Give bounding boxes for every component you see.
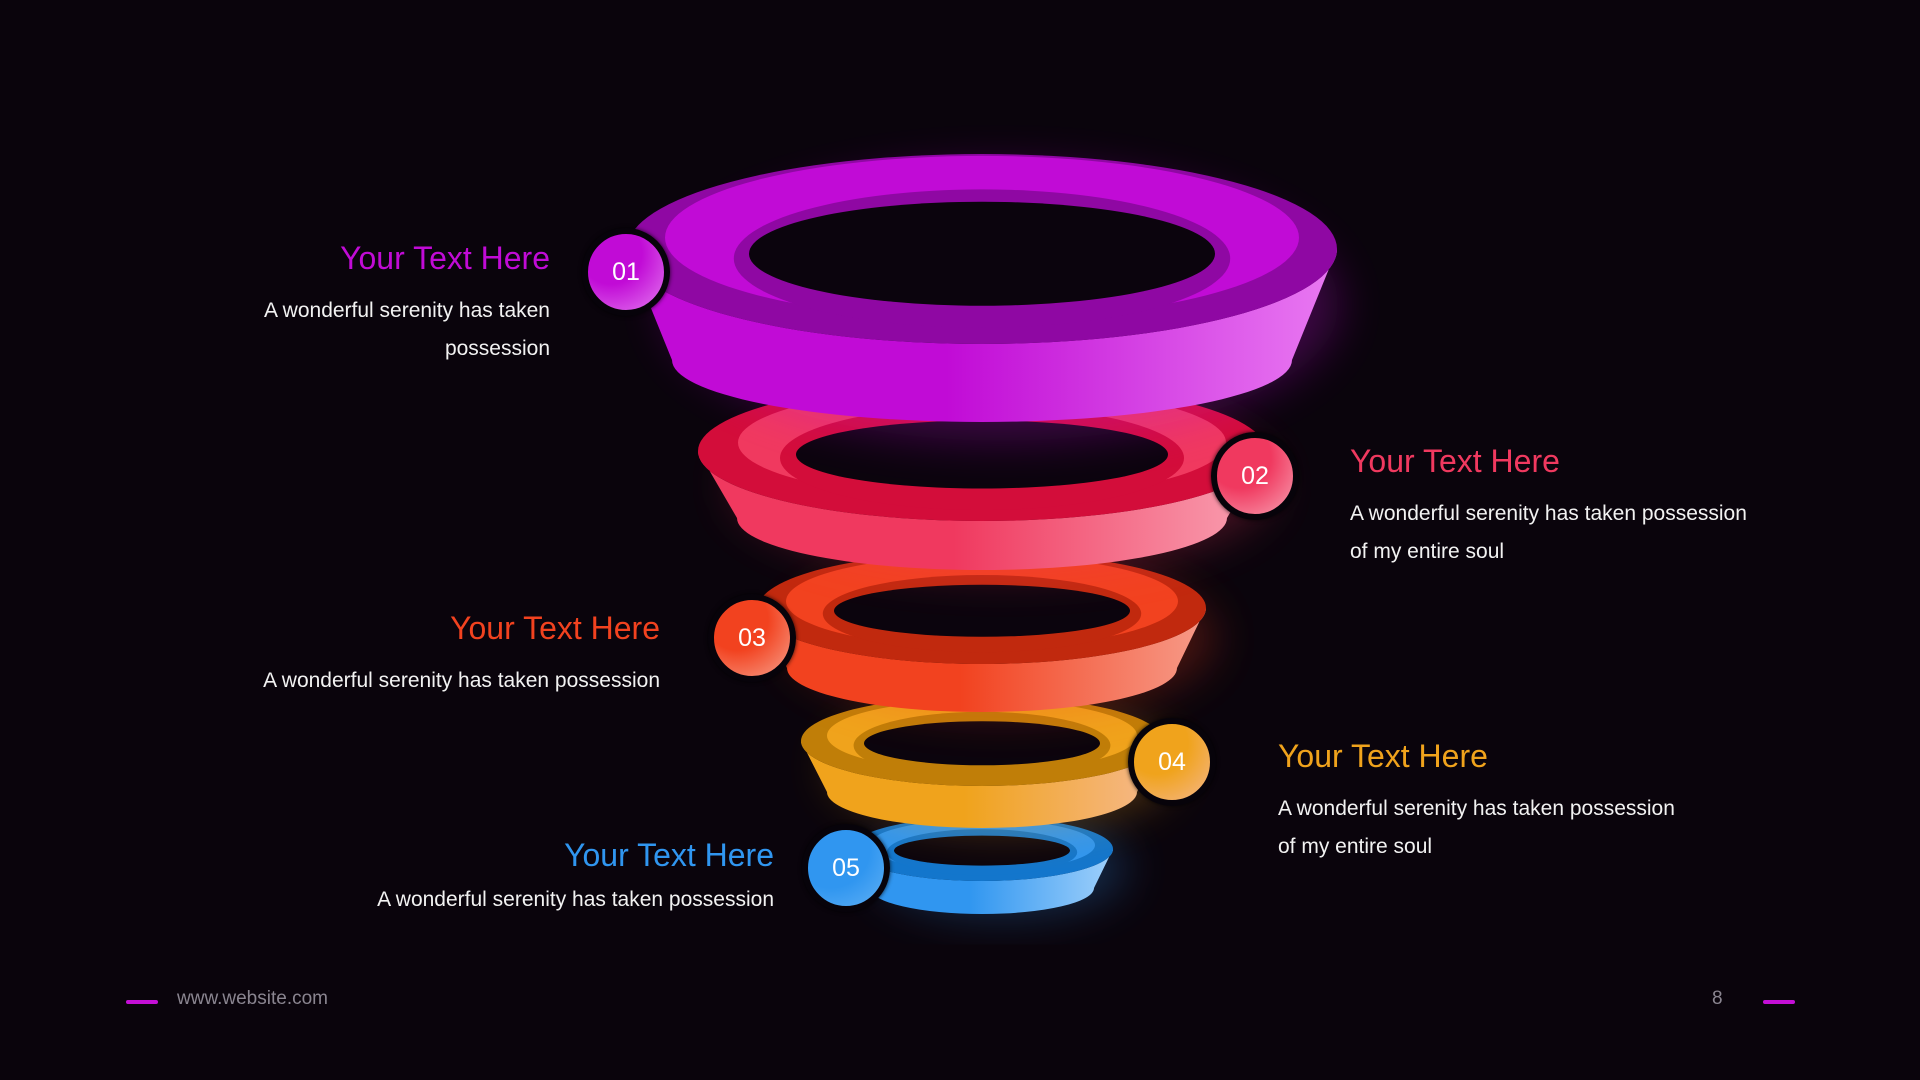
stage-2-title: Your Text Here xyxy=(1350,443,1560,479)
stage-1-number-badge: 01 xyxy=(582,228,670,316)
page-number: 8 xyxy=(1712,988,1723,1009)
layer-hole xyxy=(834,584,1130,637)
layer-hole xyxy=(894,835,1070,866)
stage-3-title: Your Text Here xyxy=(450,610,660,646)
stage-5-number-badge: 05 xyxy=(802,824,890,912)
stage-5-title: Your Text Here xyxy=(564,837,774,873)
funnel-layer-3 xyxy=(758,552,1215,714)
stage-3-description: A wonderful serenity has taken possessio… xyxy=(263,669,660,692)
stage-1-title: Your Text Here xyxy=(340,240,550,276)
funnel-layer-4 xyxy=(801,696,1174,830)
layer-side-wall xyxy=(758,608,1206,712)
layer-side-wall xyxy=(851,849,1113,914)
layer-side-wall xyxy=(698,451,1266,570)
stage-3-number-badge: 03 xyxy=(708,594,796,682)
layer-hole xyxy=(749,201,1215,306)
footer-right-accent-line xyxy=(1763,1000,1795,1004)
stage-2-description: A wonderful serenity has taken possessio… xyxy=(1350,502,1747,563)
stage-3-text-block: Your Text Here A wonderful serenity has … xyxy=(200,608,660,700)
stage-5-text-block: Your Text Here A wonderful serenity has … xyxy=(314,835,774,919)
stage-1-text-block: Your Text Here A wonderful serenity has … xyxy=(130,238,550,368)
stage-5-description: A wonderful serenity has taken possessio… xyxy=(377,888,774,911)
stage-4-description: A wonderful serenity has taken possessio… xyxy=(1278,797,1675,858)
footer-website: www.website.com xyxy=(177,988,328,1009)
stage-1-description: A wonderful serenity has taken possessio… xyxy=(263,299,550,360)
funnel-layer-1 xyxy=(627,154,1340,441)
stage-2-number-badge: 02 xyxy=(1211,432,1299,520)
stage-4-text-block: Your Text Here A wonderful serenity has … xyxy=(1278,736,1738,866)
funnel-layer-5 xyxy=(851,817,1127,916)
stage-4-title: Your Text Here xyxy=(1278,738,1488,774)
layer-hole xyxy=(864,721,1100,766)
stage-4-number-badge: 04 xyxy=(1128,718,1216,806)
stage-2-text-block: Your Text Here A wonderful serenity has … xyxy=(1350,441,1810,571)
layer-side-wall xyxy=(627,249,1337,422)
layer-side-wall xyxy=(801,741,1163,828)
footer-left-accent-line xyxy=(126,1000,158,1004)
